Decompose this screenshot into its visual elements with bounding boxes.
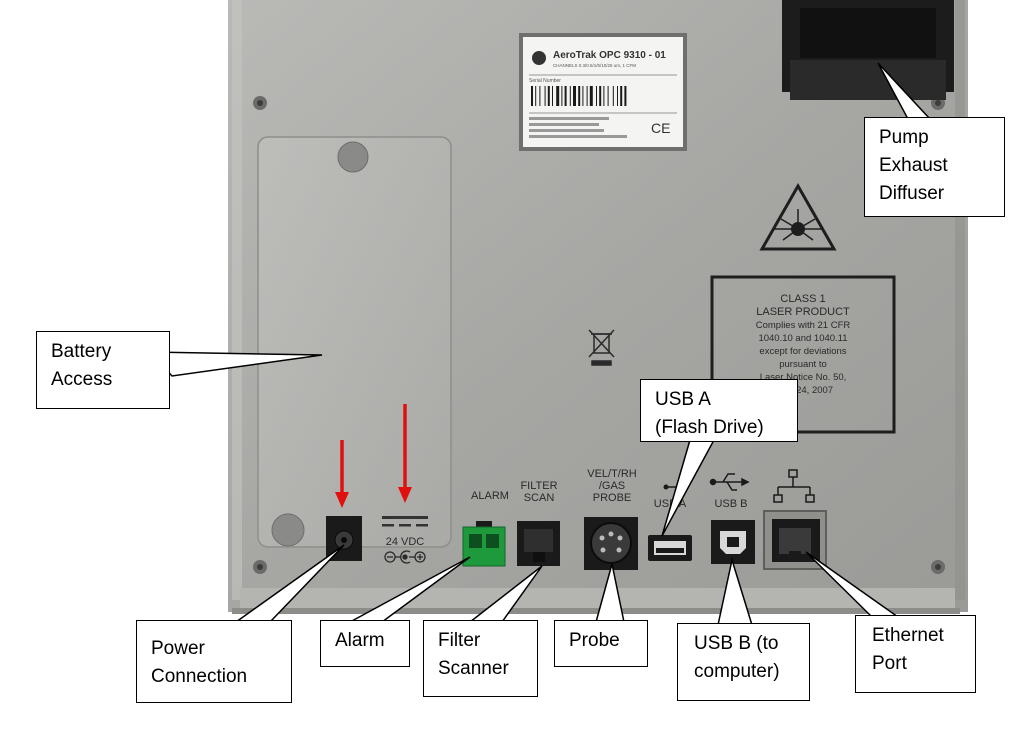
thumb-screw-icon bbox=[337, 141, 369, 173]
callout-line: Pump bbox=[879, 127, 929, 148]
filter-scanner-callout: Filter Scanner bbox=[423, 620, 538, 697]
laser-warning-icon bbox=[759, 182, 837, 251]
ce-mark-text: CE bbox=[651, 120, 670, 136]
filter-scan-label-line1: FILTER bbox=[520, 480, 557, 492]
battery-access-callout: Battery Access bbox=[36, 331, 170, 409]
ethernet-port-callout: Ethernet Port bbox=[855, 615, 976, 693]
usb-b-symbol-icon bbox=[709, 473, 750, 491]
callout-line: (Flash Drive) bbox=[655, 417, 764, 438]
power-connection-callout: Power Connection bbox=[136, 620, 292, 703]
probe-label-line3: PROBE bbox=[593, 492, 632, 504]
probe-label-line2: /GAS bbox=[599, 480, 625, 492]
red-arrow-icon bbox=[398, 404, 412, 503]
screw-icon bbox=[253, 560, 267, 574]
laser-notice-line: June 24, 2007 bbox=[773, 385, 833, 396]
usb-b-port bbox=[711, 520, 755, 564]
alarm-callout: Alarm bbox=[320, 620, 410, 667]
callout-line: Filter bbox=[438, 630, 481, 651]
callout-line: Diffuser bbox=[879, 183, 945, 204]
callout-line: Port bbox=[872, 653, 907, 674]
pump-exhaust-diffuser bbox=[782, 0, 954, 100]
screw-icon bbox=[931, 560, 945, 574]
laser-notice-line: 1040.10 and 1040.11 bbox=[758, 333, 847, 344]
callout-line: computer) bbox=[694, 661, 780, 682]
callout-line: USB A bbox=[655, 389, 711, 410]
callout-line: Connection bbox=[151, 666, 248, 687]
probe-label-line1: VEL/T/RH bbox=[587, 468, 637, 480]
laser-notice-line: pursuant to bbox=[779, 359, 827, 370]
filter-scan-label-line2: SCAN bbox=[524, 492, 555, 504]
usb-a-callout: USB A (Flash Drive) bbox=[640, 379, 798, 442]
network-symbol-icon bbox=[773, 469, 815, 503]
callout-line: Alarm bbox=[335, 630, 385, 651]
probe-callout: Probe bbox=[554, 620, 648, 667]
laser-notice-line: except for deviations bbox=[759, 346, 846, 357]
pump-exhaust-callout: Pump Exhaust Diffuser bbox=[864, 117, 1005, 217]
laser-notice-line: Complies with 21 CFR bbox=[756, 320, 851, 331]
callout-line: Ethernet bbox=[872, 625, 944, 646]
callout-line: Probe bbox=[569, 630, 620, 651]
label-serial-caption: Serial Number bbox=[529, 78, 561, 84]
product-label: AeroTrak OPC 9310 - 01 CHANNELS 0.3/0.5/… bbox=[519, 33, 687, 151]
alarm-port-label: ALARM bbox=[471, 490, 509, 502]
weee-icon bbox=[588, 329, 615, 366]
label-model-text: AeroTrak OPC 9310 - 01 bbox=[553, 50, 666, 61]
dc-voltage-symbol: 24 VDC bbox=[382, 516, 428, 548]
laser-notice-line: Laser Notice No. 50, bbox=[760, 372, 847, 383]
callout-line: USB B (to bbox=[694, 633, 779, 654]
callout-line: Scanner bbox=[438, 658, 509, 679]
callout-line: Access bbox=[51, 369, 113, 390]
callout-line: Power bbox=[151, 638, 205, 659]
barcode-icon bbox=[531, 86, 627, 106]
screw-icon bbox=[253, 96, 267, 110]
label-line2-text: CHANNELS 0.3/0.5/1/5/10/25 um, 1 CFM bbox=[553, 63, 636, 68]
alarm-connector bbox=[462, 521, 506, 567]
usb-a-port bbox=[648, 535, 692, 561]
probe-port bbox=[584, 517, 638, 570]
red-arrow-icon bbox=[335, 440, 349, 508]
voltage-label: 24 VDC bbox=[386, 536, 425, 548]
callout-line: Exhaust bbox=[879, 155, 948, 176]
ethernet-port bbox=[763, 510, 827, 570]
usb-b-callout: USB B (to computer) bbox=[677, 623, 810, 701]
filter-scan-port bbox=[517, 521, 560, 566]
polarity-icon bbox=[384, 550, 426, 564]
laser-notice-line: CLASS 1 bbox=[780, 293, 825, 305]
laser-notice-line: LASER PRODUCT bbox=[756, 306, 850, 318]
callout-line: Battery bbox=[51, 341, 112, 362]
battery-access-plate bbox=[257, 136, 452, 548]
usb-b-port-label: USB B bbox=[714, 498, 747, 510]
thumb-screw-icon bbox=[271, 513, 305, 547]
